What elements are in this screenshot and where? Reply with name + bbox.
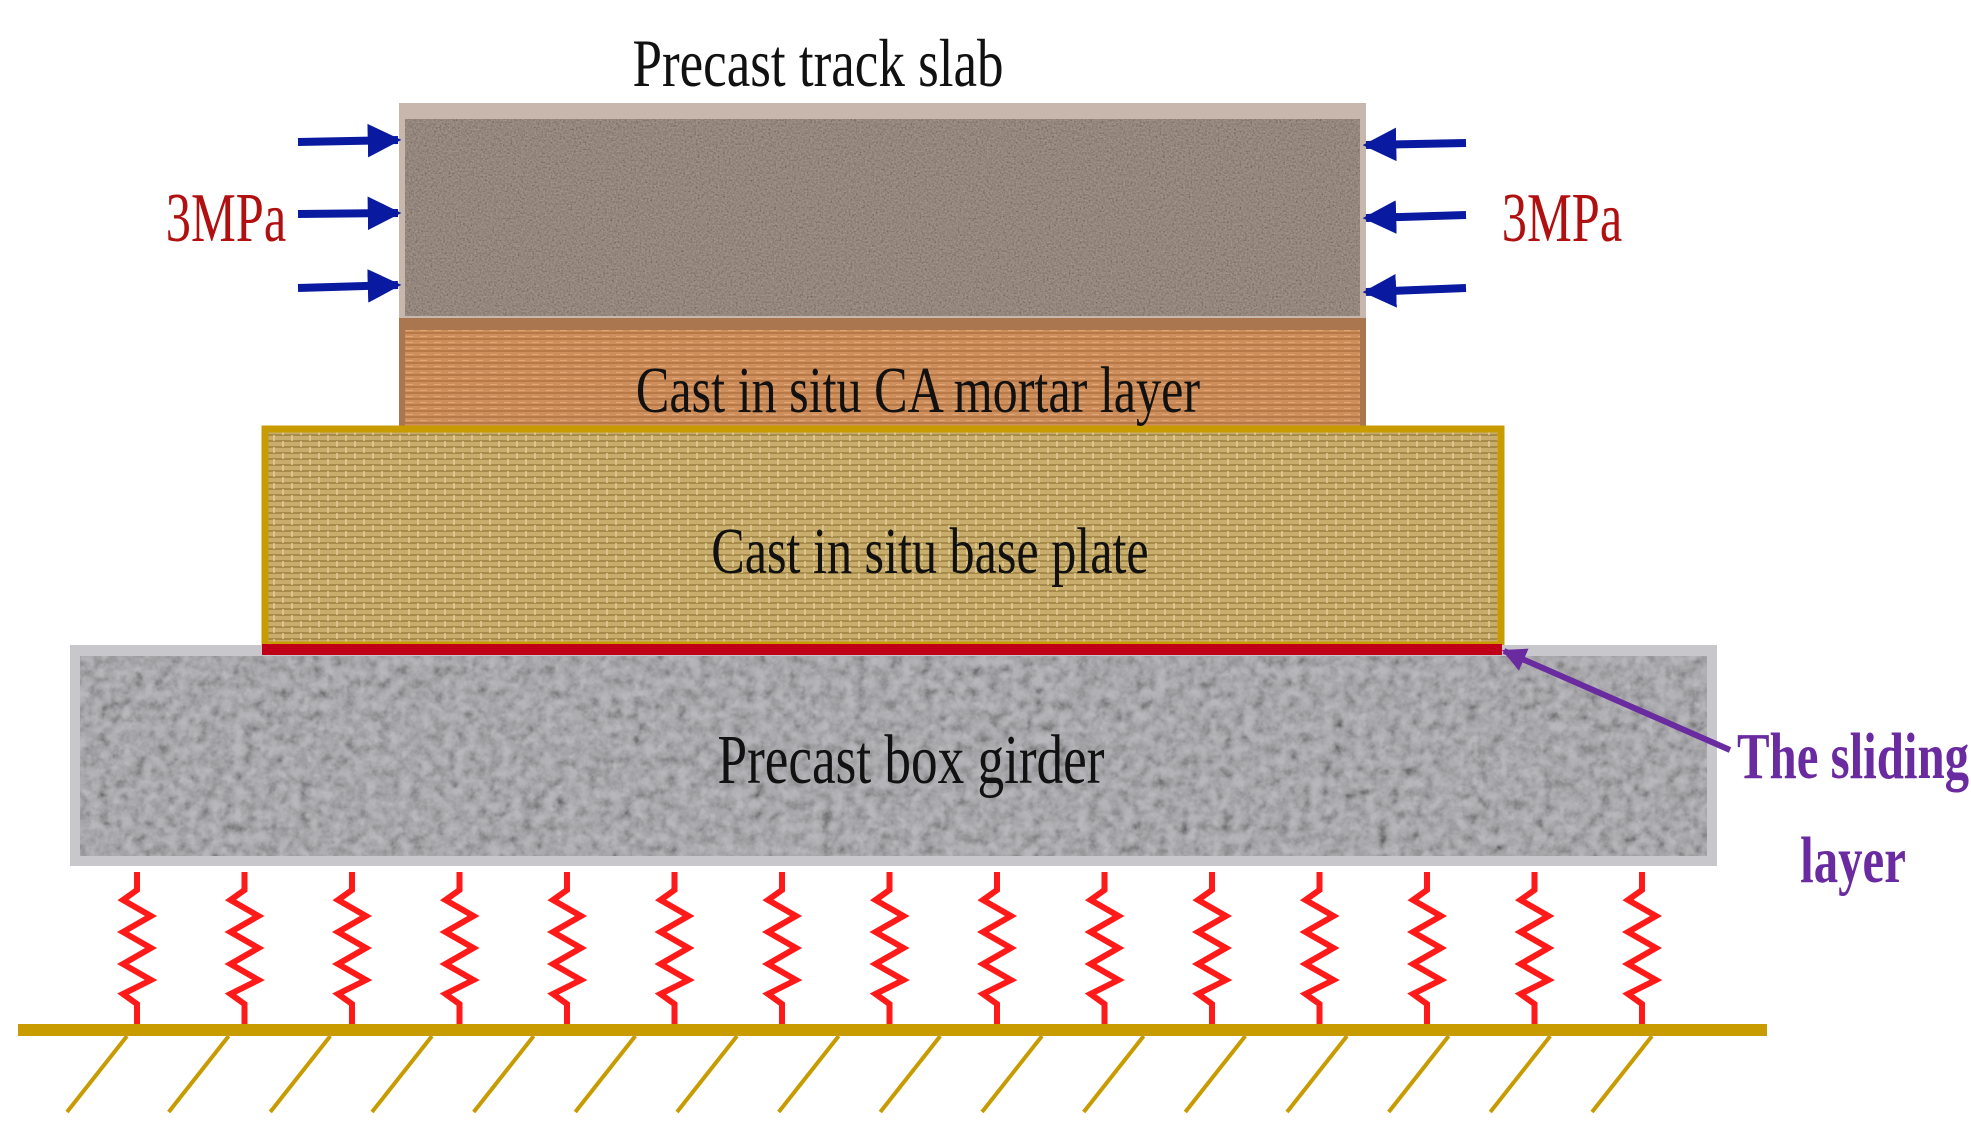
spring-icon	[869, 872, 910, 1024]
spring-icon	[1406, 872, 1448, 1024]
pressure-label-left: 3MPa	[166, 180, 286, 257]
spring-icon	[546, 872, 588, 1024]
ground-hatch-line	[1387, 1034, 1451, 1114]
ground-hatching	[65, 1034, 1654, 1114]
spring-icon	[976, 872, 1018, 1024]
sliding-layer-arrow-icon	[1501, 648, 1732, 753]
ground-hatch-line	[65, 1034, 129, 1114]
arrow-icon	[297, 123, 402, 158]
spring-icon	[331, 872, 373, 1024]
label-precast-track-slab: Precast track slab	[632, 27, 1003, 102]
ground-hatch-line	[1285, 1034, 1349, 1114]
label-box-girder: Precast box girder	[718, 722, 1105, 799]
ground-hatch-line	[167, 1034, 231, 1114]
spring-icon	[1621, 872, 1663, 1024]
arrow-icon	[1362, 200, 1467, 234]
ground-hatch-line	[1488, 1034, 1552, 1114]
ground-hatch-line	[675, 1034, 739, 1114]
arrow-icon	[297, 196, 402, 231]
arrow-icon	[297, 269, 402, 303]
spring-icon	[1514, 872, 1555, 1024]
spring-icon	[1299, 872, 1340, 1024]
spring-icon	[116, 872, 158, 1024]
arrow-icon	[1362, 274, 1467, 308]
ground-hatch-line	[777, 1034, 841, 1114]
sliding-layer-label-line2: layer	[1800, 823, 1906, 897]
spring-icon	[654, 872, 695, 1024]
spring-icon	[439, 872, 480, 1024]
ground-hatch-line	[980, 1034, 1044, 1114]
ground-hatch-line	[878, 1034, 942, 1114]
spring-icon	[1191, 872, 1233, 1024]
ground-hatch-line	[472, 1034, 536, 1114]
ground-hatch-line	[1590, 1034, 1654, 1114]
spring-icon	[1084, 872, 1125, 1024]
ground-hatch-line	[1082, 1034, 1146, 1114]
ground-hatch-line	[1183, 1034, 1247, 1114]
spring-icon	[224, 872, 265, 1024]
arrow-icon	[1362, 127, 1467, 162]
pressure-arrows-left	[297, 123, 402, 303]
spring-icon	[761, 872, 803, 1024]
pressure-label-right: 3MPa	[1502, 180, 1622, 257]
label-ca-mortar-layer: Cast in situ CA mortar layer	[636, 353, 1200, 426]
sliding-layer-label-line1: The sliding	[1737, 719, 1969, 793]
label-base-plate: Cast in situ base plate	[711, 514, 1148, 587]
cast-in-situ-base-plate	[261, 425, 1505, 649]
precast-track-slab	[399, 103, 1366, 320]
sliding-layer-line	[262, 644, 1502, 655]
ca-mortar-layer	[399, 318, 1366, 428]
support-springs	[116, 872, 1663, 1024]
ground-hatch-line	[573, 1034, 637, 1114]
precast-box-girder	[70, 645, 1717, 866]
pressure-arrows-right	[1362, 127, 1467, 308]
ground-hatch-line	[268, 1034, 332, 1114]
ground-hatch-line	[370, 1034, 434, 1114]
ground-line	[18, 1024, 1767, 1036]
